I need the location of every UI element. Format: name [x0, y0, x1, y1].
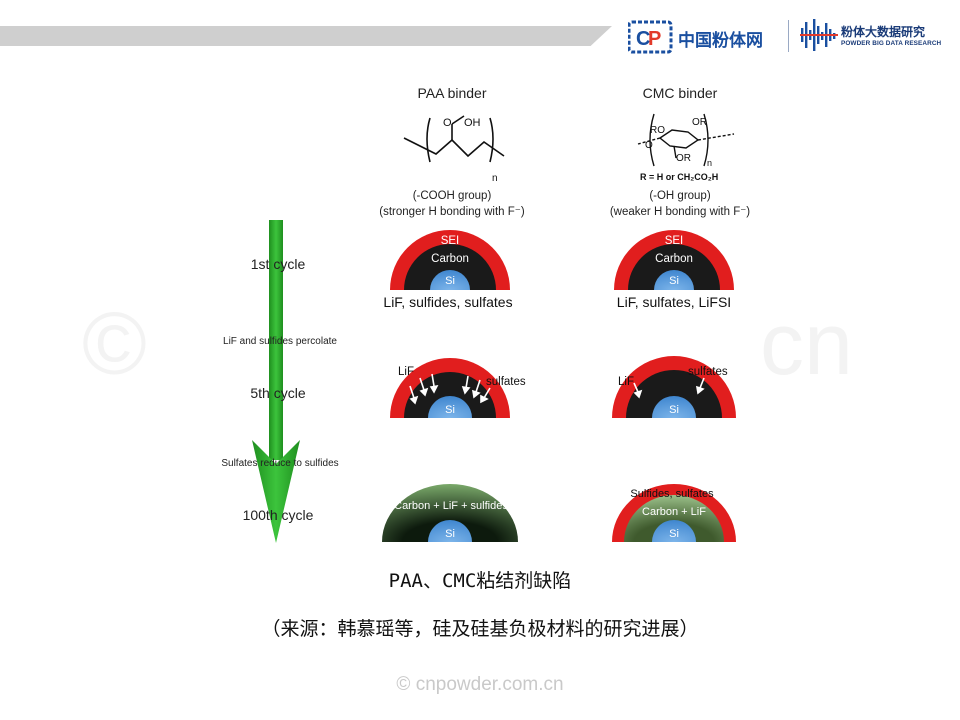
timeline-transition2: Sulfates reduce to sulfides — [221, 458, 338, 469]
cmc-stage1-dome — [614, 230, 734, 290]
cnpowder-logo-icon: C P — [628, 20, 673, 54]
cmc-stage2-si: Si — [669, 404, 679, 416]
paa-hydroxyl: OH — [464, 117, 481, 129]
big-data-bars-icon — [800, 19, 838, 51]
paa-repeat-n: n — [492, 173, 498, 184]
logo-cn-name: 中国粉体网 — [678, 31, 763, 50]
paa-stage3-si: Si — [445, 528, 455, 540]
timeline-arrow — [252, 220, 300, 543]
cmc-binder-title: CMC binder — [643, 85, 718, 101]
paa-stage3-dome — [382, 484, 518, 542]
paa-stage2-lif: LiF — [398, 366, 414, 378]
caption-title: PAA、CMC粘结剂缺陷 — [388, 570, 572, 592]
paa-stage2-si: Si — [445, 404, 455, 416]
svg-text:P: P — [648, 28, 661, 50]
cmc-stage3-mid: Carbon + LiF — [642, 506, 706, 518]
paa-stage1-products: LiF, sulfides, sulfates — [383, 294, 512, 310]
paa-si-label: Si — [445, 275, 455, 287]
cmc-stage1-products: LiF, sulfates, LiFSI — [617, 294, 731, 310]
binder-sei-evolution-figure: 1st cycle LiF and sulfides percolate 5th… — [221, 85, 750, 543]
watermark-cn-large: cn — [760, 294, 853, 393]
paa-stage3-label: Carbon + LiF + sulfides — [394, 500, 508, 512]
paa-carbonyl-o: O — [443, 117, 452, 129]
timeline-transition1: LiF and sulfides percolate — [223, 336, 337, 347]
paa-stage2-dome — [390, 358, 510, 418]
paa-carbon-label: Carbon — [431, 253, 469, 265]
paa-group-line2: (stronger H bonding with F⁻) — [379, 206, 525, 218]
cmc-stage2-lif: LiF — [618, 376, 634, 388]
cmc-or-bottom: OR — [676, 153, 691, 164]
cmc-structure — [637, 113, 735, 167]
paa-sei-label: SEI — [441, 235, 460, 247]
cmc-o: O — [645, 140, 653, 151]
cmc-repeat-n: n — [707, 158, 712, 168]
watermark-copyright-large: © — [82, 294, 147, 393]
footer-watermark: © cnpowder.com.cn — [396, 674, 564, 695]
logo-pbdr-cn: 粉体大数据研究 — [841, 25, 926, 39]
cmc-stage3-si: Si — [669, 528, 679, 540]
timeline-cycle100: 100th cycle — [243, 507, 314, 523]
paa-binder-title: PAA binder — [417, 85, 486, 101]
cmc-ro: RO — [650, 125, 665, 136]
paa-structure — [403, 115, 505, 163]
cmc-stage3-top: Sulfides, sulfates — [630, 488, 714, 500]
cmc-sei-label: SEI — [665, 235, 684, 247]
logo-pbdr-en: POWDER BIG DATA RESEARCH — [841, 40, 942, 47]
caption-source: （来源：韩慕瑶等，硅及硅基负极材料的研究进展） — [261, 618, 699, 640]
cmc-stage2-sulfates: sulfates — [688, 366, 728, 378]
paa-group-line1: (-COOH group) — [413, 190, 492, 202]
header-bar — [0, 26, 612, 46]
cmc-r-definition: R = H or CH₂CO₂H — [640, 172, 718, 182]
paa-stage2-sulfates: sulfates — [486, 376, 526, 388]
timeline-cycle5: 5th cycle — [250, 385, 305, 401]
cmc-or-top: OR — [692, 117, 707, 128]
cmc-group-line1: (-OH group) — [649, 190, 711, 202]
paa-stage1-dome — [390, 230, 510, 290]
cmc-carbon-label: Carbon — [655, 253, 693, 265]
cmc-si-label: Si — [669, 275, 679, 287]
svg-text:C: C — [636, 28, 650, 50]
cmc-stage2-dome — [612, 356, 736, 418]
cmc-stage3-dome — [612, 484, 736, 542]
cmc-group-line2: (weaker H bonding with F⁻) — [610, 206, 750, 218]
timeline-cycle1: 1st cycle — [251, 256, 306, 272]
logo-divider — [788, 20, 789, 52]
